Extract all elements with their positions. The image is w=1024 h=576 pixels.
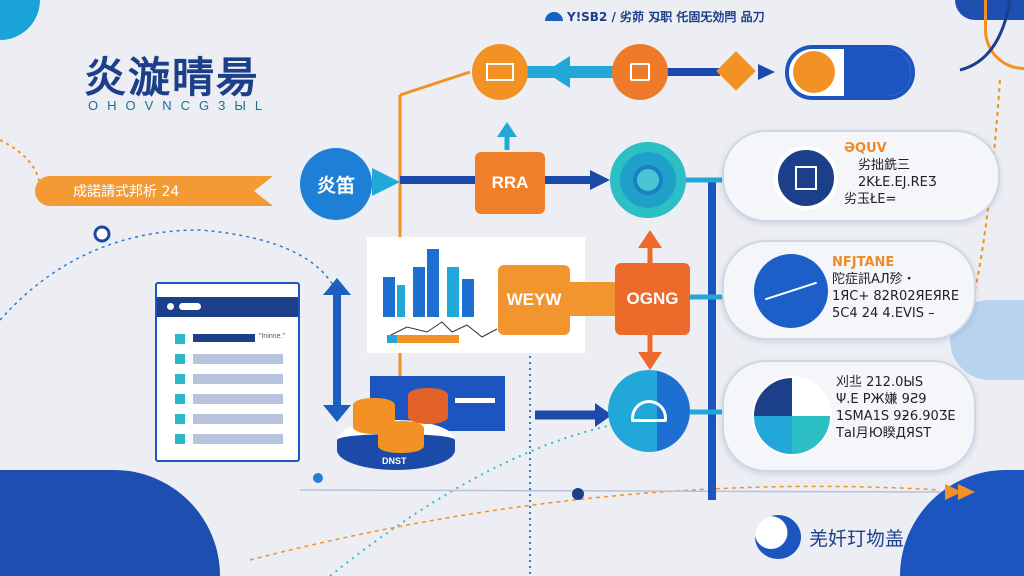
home-icon xyxy=(175,434,185,444)
chart-bar xyxy=(397,285,405,317)
row-icon xyxy=(175,414,185,424)
info-card-3[interactable]: 刈丠 212.0ЫS Ψ.E PЖ嫌 9Ƨ9 1SMA1S 9ƻ6.90ƷE Т… xyxy=(722,360,976,472)
database-label: DNST xyxy=(382,456,407,466)
card-3-line: ТаI月Ю睽ДЯST xyxy=(836,426,932,441)
card-3-line: 1SMA1S 9ƻ6.90ƷE xyxy=(836,409,956,424)
card-1-heading: ƏQUV xyxy=(844,141,887,156)
start-node-label: 炎笛 xyxy=(316,174,355,197)
browser-row[interactable] xyxy=(193,434,283,444)
card-3-line: 刈丠 212.0ЫS xyxy=(836,375,924,390)
database-cylinder xyxy=(378,421,424,453)
orange-box-weyw[interactable]: WEYW xyxy=(498,265,570,335)
teal-node-target[interactable] xyxy=(610,142,686,218)
orange-node-envelope[interactable] xyxy=(472,44,528,100)
row-icon xyxy=(175,374,185,384)
chart-line-icon xyxy=(754,254,828,328)
envelope-icon xyxy=(486,63,514,81)
target-icon xyxy=(633,165,663,195)
card-1-line: 劣玉ŁЕ= xyxy=(844,192,897,207)
browser-row-active[interactable] xyxy=(193,334,255,342)
card-2-heading: NFJTANE xyxy=(832,255,895,270)
row-icon xyxy=(175,334,185,344)
chart-line xyxy=(386,321,498,343)
card-3-line: Ψ.E PЖ嫌 9Ƨ9 xyxy=(836,392,927,407)
teal-node-cloud[interactable] xyxy=(608,370,690,452)
chart-bar xyxy=(413,267,425,317)
info-card-2[interactable]: NFJTANE 陀症訊АЛ殄・ 1ЯC+ 82R02ЯEЯRE 5C4 24 4… xyxy=(722,240,976,340)
top-right-pill[interactable] xyxy=(785,45,915,100)
database-cylinder xyxy=(408,388,448,424)
chart-bar xyxy=(462,279,474,317)
card-1-line: 2KŁЕ.ЕJ.REƷ xyxy=(858,175,937,190)
browser-row[interactable] xyxy=(193,354,283,364)
orange-node-lock[interactable] xyxy=(612,44,668,100)
browser-row-tag: "Ininne." xyxy=(259,333,285,340)
orange-connector xyxy=(570,282,620,316)
browser-titlebar xyxy=(157,297,298,317)
browser-row[interactable] xyxy=(193,394,283,404)
pill-orange-icon xyxy=(793,51,835,93)
card-2-line: 1ЯC+ 82R02ЯEЯRE xyxy=(832,289,960,304)
card-2-line: 5C4 24 4.EVIS – xyxy=(832,306,935,321)
boat-icon xyxy=(545,12,563,21)
logo-mark-icon xyxy=(755,515,801,559)
top-caption-text: Y!SB2 / 劣茆 刄职 仛固旡効閂 品刀 xyxy=(567,10,765,24)
document-icon xyxy=(774,146,838,210)
top-caption: Y!SB2 / 劣茆 刄职 仛固旡効閂 品刀 xyxy=(545,8,765,25)
page-title: 炎漩晴昜 xyxy=(84,53,261,102)
card-1-line: 劣拙銑三 xyxy=(858,158,911,173)
lock-icon xyxy=(630,63,650,81)
card-2-line: 陀症訊АЛ殄・ xyxy=(832,272,916,287)
chart-bar xyxy=(427,249,439,317)
ribbon-text: 成諾請式邦析 24 xyxy=(73,184,180,200)
orange-box-top-label: RRA xyxy=(491,173,529,192)
chart-bar xyxy=(383,277,395,317)
chart-bar xyxy=(447,267,459,317)
pie-chart-icon xyxy=(752,376,832,456)
cloud-icon xyxy=(631,400,667,422)
orange-box-weyw-label: WEYW xyxy=(506,290,562,309)
orange-box-ogng-label: OGNG xyxy=(626,289,679,308)
row-icon xyxy=(175,354,185,364)
info-card-1[interactable]: ƏQUV 劣拙銑三 2KŁЕ.ЕJ.REƷ 劣玉ŁЕ= xyxy=(722,130,1000,222)
orange-box-ogng[interactable]: OGNG xyxy=(615,263,690,335)
start-arrow-icon xyxy=(372,168,400,196)
start-node[interactable]: 炎笛 xyxy=(300,148,372,220)
ribbon-banner: 成諾請式邦析 24 xyxy=(35,176,273,206)
row-icon xyxy=(175,394,185,404)
page-subtitle: OHOVNCG3ЫL xyxy=(88,98,272,113)
orange-box-top[interactable]: RRA xyxy=(475,152,545,214)
browser-row[interactable] xyxy=(193,374,283,384)
footer-logo-text: 羌奷玎圽盖 xyxy=(809,527,905,550)
browser-row[interactable] xyxy=(193,414,283,424)
browser-window: "Ininne." xyxy=(155,282,300,462)
footer-logo: 羌奷玎圽盖 xyxy=(755,515,904,559)
